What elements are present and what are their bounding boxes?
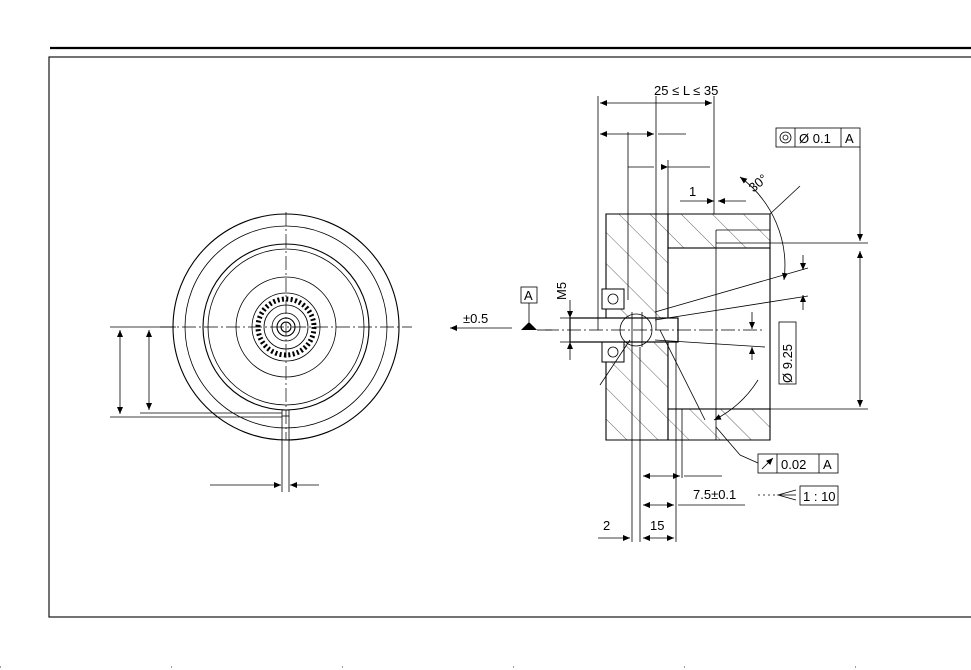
dim-thread: M5 [554, 282, 569, 300]
front-view [110, 212, 412, 492]
section-view [450, 96, 868, 542]
bearing-top [602, 289, 624, 309]
runout-frame: 0.02 A [758, 454, 838, 473]
dim-depth: 7.5±0.1 [693, 487, 736, 502]
taper-value: 1 : 10 [803, 489, 836, 504]
datum-label: A [524, 288, 533, 303]
dim-diameter: Ø 9.25 [780, 344, 795, 383]
datum-triangle [521, 322, 537, 330]
runout-value: 0.02 [781, 457, 806, 472]
dim-angle: 30° [746, 171, 771, 195]
concentricity-icon [780, 132, 791, 143]
runout-leader-2 [740, 455, 758, 463]
dim-2: 2 [603, 518, 610, 533]
dim-length-range: 25 ≤ L ≤ 35 [654, 83, 718, 98]
dim-15: 15 [650, 518, 664, 533]
runout-icon [762, 458, 773, 469]
concentricity-datum: A [845, 131, 854, 146]
dim-edge-1: 1 [689, 184, 696, 199]
concentricity-value: Ø 0.1 [799, 131, 831, 146]
runout-datum: A [823, 457, 832, 472]
drawing-frame [49, 57, 971, 617]
slot [282, 410, 289, 416]
bearing-bottom [602, 342, 624, 362]
housing-right-bottom [668, 409, 770, 440]
angle-ext [770, 186, 800, 214]
concentricity-frame: Ø 0.1 A [776, 128, 860, 147]
dim-axial-tol: ±0.5 [463, 311, 488, 326]
taper-frame: 1 : 10 [778, 486, 838, 505]
